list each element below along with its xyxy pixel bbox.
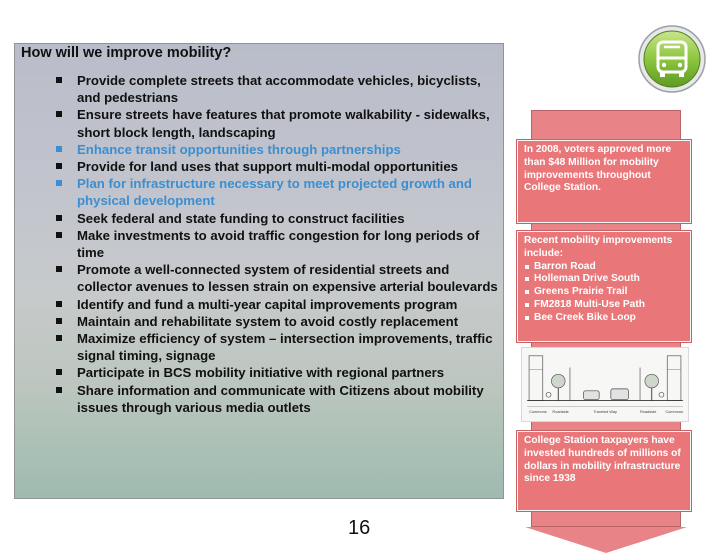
bullet-icon bbox=[56, 266, 62, 273]
bullet-icon bbox=[56, 180, 62, 187]
mobility-item: Promote a well-connected system of resid… bbox=[15, 261, 500, 295]
info-sidebar: In 2008, voters approved more than $48 M… bbox=[517, 110, 694, 553]
bullet-icon bbox=[56, 300, 62, 307]
mobility-item: Maximize efficiency of system – intersec… bbox=[15, 330, 500, 364]
bullet-icon bbox=[56, 386, 62, 393]
mobility-item-text: Identify and fund a multi-year capital i… bbox=[77, 296, 458, 312]
mobility-item-text: Maximize efficiency of system – intersec… bbox=[77, 331, 493, 364]
mobility-item-text: Enhance transit opportunities through pa… bbox=[77, 141, 401, 157]
recent-improvement-text: Greens Prairie Trail bbox=[534, 286, 628, 298]
recent-improvement-text: FM2818 Multi-Use Path bbox=[534, 298, 645, 310]
bullet-icon bbox=[525, 302, 529, 307]
bullet-icon bbox=[525, 290, 529, 295]
info-box-taxpayers-text: College Station taxpayers have invested … bbox=[524, 435, 681, 485]
street-cross-section-diagram: Commons Roadside Traveled Way Roadside C… bbox=[521, 347, 689, 422]
recent-improvement-item: Greens Prairie Trail bbox=[524, 286, 684, 299]
mobility-item-text: Ensure streets have features that promot… bbox=[77, 107, 490, 140]
page-number: 16 bbox=[348, 517, 371, 539]
mobility-panel: How will we improve mobility? Provide co… bbox=[14, 43, 504, 499]
info-box-recent-improvements: Recent mobility improvements include: Ba… bbox=[517, 231, 691, 342]
mobility-item: Identify and fund a multi-year capital i… bbox=[15, 296, 500, 313]
bullet-icon bbox=[56, 317, 62, 324]
recent-improvement-item: Bee Creek Bike Loop bbox=[524, 312, 684, 325]
bullet-icon bbox=[56, 111, 62, 118]
bullet-icon bbox=[56, 369, 62, 376]
diagram-label-roadside-left: Roadside bbox=[552, 409, 568, 414]
mobility-item: Maintain and rehabilitate system to avoi… bbox=[15, 313, 500, 330]
diagram-label-roadside-right: Roadside bbox=[640, 409, 656, 414]
panel-title: How will we improve mobility? bbox=[21, 45, 232, 61]
mobility-item: Enhance transit opportunities through pa… bbox=[15, 141, 500, 158]
bullet-icon bbox=[56, 335, 62, 342]
bullet-icon bbox=[525, 315, 529, 320]
mobility-item-text: Provide for land uses that support multi… bbox=[77, 159, 458, 175]
bullet-icon bbox=[525, 264, 529, 269]
bullet-icon bbox=[525, 277, 529, 282]
bullet-icon bbox=[56, 214, 62, 221]
mobility-item: Provide for land uses that support multi… bbox=[15, 158, 500, 175]
recent-improvement-item: Holleman Drive South bbox=[524, 273, 684, 286]
mobility-item-text: Maintain and rehabilitate system to avoi… bbox=[77, 313, 459, 329]
mobility-item-text: Plan for infrastructure necessary to mee… bbox=[77, 176, 472, 209]
diagram-label-commons-left: Commons bbox=[529, 409, 547, 414]
mobility-item-text: Promote a well-connected system of resid… bbox=[77, 262, 498, 295]
recent-improvements-heading: Recent mobility improvements include: bbox=[524, 235, 673, 259]
mobility-item: Provide complete streets that accommodat… bbox=[15, 72, 500, 106]
recent-improvement-item: Barron Road bbox=[524, 261, 684, 274]
mobility-item: Make investments to avoid traffic conges… bbox=[15, 227, 500, 261]
recent-improvement-item: FM2818 Multi-Use Path bbox=[524, 299, 684, 312]
mobility-item-text: Share information and communicate with C… bbox=[77, 382, 484, 415]
mobility-item-text: Make investments to avoid traffic conges… bbox=[77, 227, 480, 261]
diagram-label-commons-right: Commons bbox=[665, 409, 683, 414]
recent-improvement-text: Holleman Drive South bbox=[534, 273, 640, 285]
mobility-item: Plan for infrastructure necessary to mee… bbox=[15, 175, 500, 209]
info-box-taxpayers: College Station taxpayers have invested … bbox=[517, 431, 691, 511]
mobility-item-text: Provide complete streets that accommodat… bbox=[77, 73, 481, 106]
info-box-voters: In 2008, voters approved more than $48 M… bbox=[517, 140, 691, 223]
mobility-item: Participate in BCS mobility initiative w… bbox=[15, 364, 500, 381]
mobility-item: Ensure streets have features that promot… bbox=[15, 106, 500, 140]
diagram-label-traveled-way: Traveled Way bbox=[593, 409, 617, 414]
info-box-voters-text: In 2008, voters approved more than $48 M… bbox=[524, 144, 672, 194]
mobility-item-text: Seek federal and state funding to constr… bbox=[77, 210, 405, 226]
mobility-item: Share information and communicate with C… bbox=[15, 382, 500, 416]
mobility-list: Provide complete streets that accommodat… bbox=[15, 72, 500, 416]
bus-icon bbox=[638, 25, 706, 93]
sidebar-arrow bbox=[525, 527, 687, 553]
bullet-icon bbox=[56, 145, 62, 152]
bullet-icon bbox=[56, 231, 62, 238]
recent-improvement-text: Barron Road bbox=[534, 260, 596, 272]
mobility-item-text: Participate in BCS mobility initiative w… bbox=[77, 365, 445, 381]
bullet-icon bbox=[56, 77, 62, 83]
mobility-item: Seek federal and state funding to constr… bbox=[15, 210, 500, 227]
recent-improvement-text: Bee Creek Bike Loop bbox=[534, 311, 636, 323]
bullet-icon bbox=[56, 163, 62, 170]
